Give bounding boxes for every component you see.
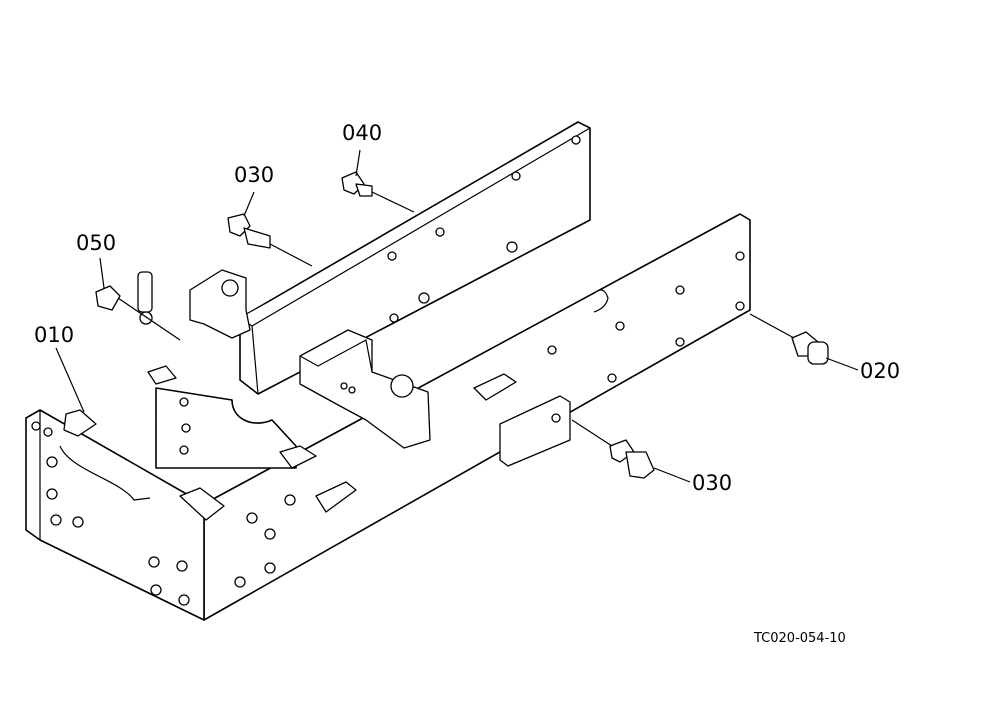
rear-bracket [189,269,251,339]
upper-mount-bracket [299,329,431,449]
fitting-050 [95,271,153,325]
callout-040: 040 [342,121,382,145]
drawing-code: TC020-054-10 [753,631,846,646]
callout-030-top: 030 [234,163,274,187]
spacer-blocks [63,365,517,521]
bolt-030-lower [609,439,655,479]
reinforcement-plate [499,395,571,467]
cross-member [155,387,297,469]
rear-side-rail [239,121,591,395]
bolt-040 [341,171,373,197]
callout-030-bottom: 030 [692,471,732,495]
callout-010: 010 [34,323,74,347]
front-end-plate [25,409,205,621]
leader-lines [55,149,859,483]
bolt-020 [791,331,829,365]
callout-050: 050 [76,231,116,255]
callout-020: 020 [860,359,900,383]
bolt-030-upper [227,213,271,249]
